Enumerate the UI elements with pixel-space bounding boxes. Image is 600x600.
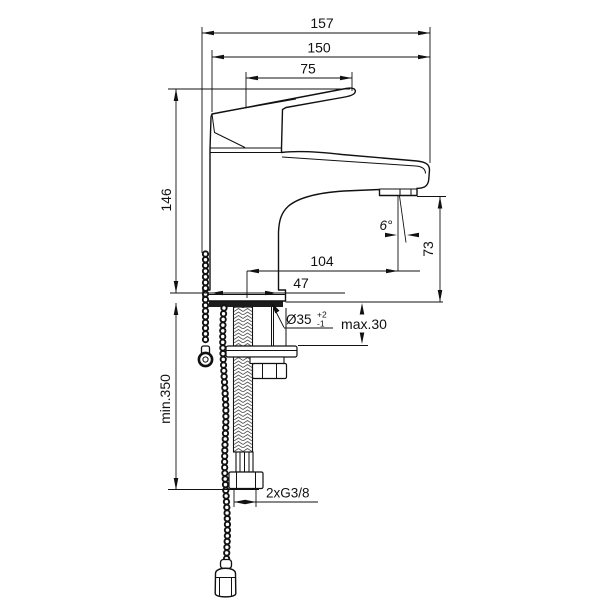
dim-text-angle: 6° (380, 218, 394, 233)
dimension-150: 150 (211, 27, 431, 163)
dim-text-150: 150 (307, 40, 331, 56)
dim-text-73: 73 (420, 241, 436, 257)
dim-text-157: 157 (310, 15, 334, 31)
supply-hose (228, 306, 264, 490)
dimension-146: 146 (158, 88, 350, 293)
handle-nose-edge (211, 113, 246, 148)
callout-hole-diameter: Ø35 +2 -1 (271, 302, 333, 329)
dim-text-tol-minus: -1 (317, 319, 325, 329)
basin-plug (214, 558, 237, 598)
spout-inner-contour (281, 156, 426, 174)
escutcheon-plate (225, 345, 298, 380)
angle-annotation-6deg: 6° (380, 195, 419, 271)
dimension-104: 104 (246, 253, 420, 298)
aerator-detail (379, 188, 417, 196)
handle-bevel-line (218, 98, 297, 113)
dim-text-75: 75 (300, 61, 316, 77)
faucet-detail-lines (203, 98, 426, 295)
dim-text-dia: Ø35 (286, 312, 312, 327)
dimension-max30: max.30 (298, 303, 387, 346)
hose-hex-nut (228, 471, 264, 490)
faucet (202, 87, 431, 307)
dimension-157: 157 (201, 15, 430, 253)
faucet-outline (202, 87, 431, 302)
tail-pipe (273, 308, 287, 346)
dim-text-thread: 2xG3/8 (266, 486, 310, 501)
dim-text-146: 146 (158, 188, 174, 212)
neck-joint-lines (210, 147, 282, 153)
plug-chain (197, 250, 232, 564)
dimension-thread: 2xG3/8 (233, 486, 318, 507)
dim-text-tol-plus: +2 (317, 310, 327, 320)
mounting-nut (251, 362, 288, 380)
dimension-min350: min.350 (157, 303, 259, 490)
dimension-75: 75 (245, 61, 353, 108)
base-seal-band (209, 301, 283, 307)
dimension-47: 47 (170, 275, 345, 296)
dim-text-47: 47 (293, 275, 309, 291)
mounting-collar (249, 356, 285, 365)
dim-text-min350: min.350 (157, 374, 173, 424)
dim-text-max30: max.30 (341, 316, 387, 332)
dimension-73: 73 (417, 196, 446, 302)
mounting-shank (252, 307, 287, 346)
dim-text-104: 104 (310, 253, 334, 269)
